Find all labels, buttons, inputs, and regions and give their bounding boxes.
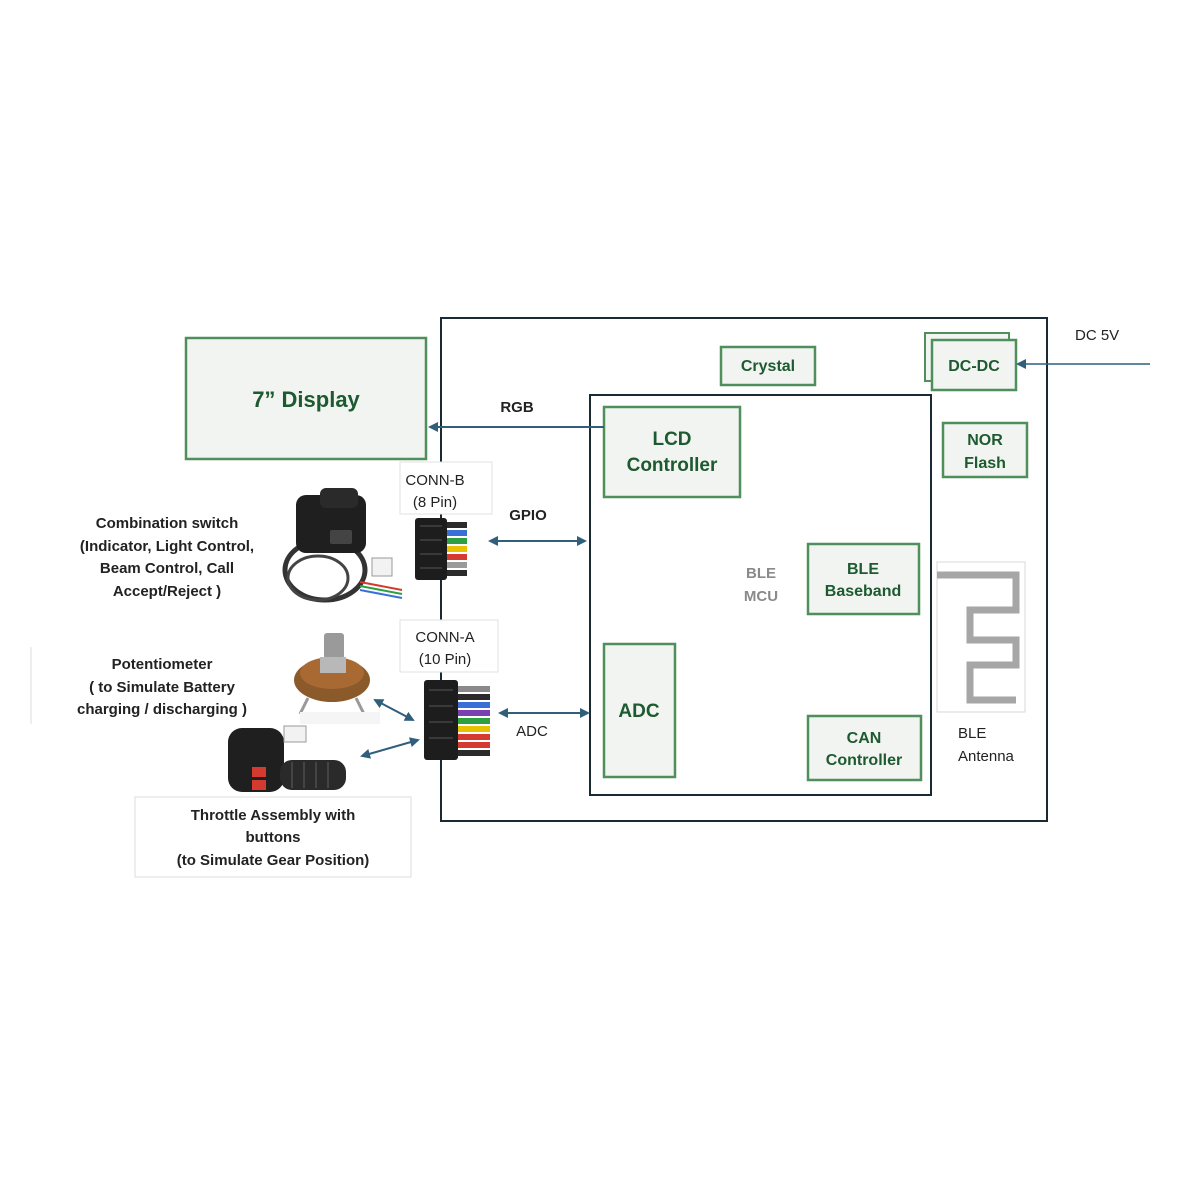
can-controller-line1: CAN <box>847 730 882 747</box>
display-block: 7” Display <box>184 336 428 461</box>
conn-b-line2: (8 Pin) <box>413 494 457 511</box>
throttle-line2: buttons <box>246 829 301 846</box>
adc-signal-label: ADC <box>516 723 548 740</box>
nor-flash-line1: NOR <box>967 432 1003 449</box>
adc-label: ADC <box>618 701 659 722</box>
comb-switch-line2: (Indicator, Light Control, <box>80 538 254 555</box>
antenna-trace <box>937 571 1020 704</box>
conn-b-label-box <box>399 461 493 515</box>
potentiometer-arrow <box>373 699 415 721</box>
lcd-controller-line1: LCD <box>652 429 691 450</box>
mcu-line2: MCU <box>744 588 778 605</box>
throttle-arrow <box>360 737 420 759</box>
potentiometer-line3: charging / discharging ) <box>77 701 247 718</box>
combination-switch-image <box>282 488 403 603</box>
conn-b-line1: CONN-B <box>405 472 464 489</box>
ble-antenna-line2: Antenna <box>958 748 1015 765</box>
crystal-label: Crystal <box>741 358 795 375</box>
display-label: 7” Display <box>252 387 360 412</box>
can-controller-block: CAN Controller <box>806 714 923 782</box>
potentiometer-line2: ( to Simulate Battery <box>89 679 236 696</box>
comb-switch-line4: Accept/Reject ) <box>113 583 221 600</box>
potentiometer-line1: Potentiometer <box>112 656 213 673</box>
conn-a-label-box <box>399 619 499 673</box>
conn-a-line1: CONN-A <box>415 629 474 646</box>
lcd-controller-block: LCD Controller <box>602 405 742 499</box>
nor-flash-block: NOR Flash <box>941 421 1029 479</box>
nor-flash-line2: Flash <box>964 455 1006 472</box>
ble-baseband-block: BLE Baseband <box>806 542 921 616</box>
lcd-controller-line2: Controller <box>627 455 718 476</box>
ble-antenna-line1: BLE <box>958 725 986 742</box>
ble-baseband-line2: Baseband <box>825 583 901 600</box>
adc-block: ADC <box>602 642 677 779</box>
ble-baseband-line1: BLE <box>847 561 879 578</box>
comb-switch-line1: Combination switch <box>96 515 239 532</box>
crystal-block: Crystal <box>719 345 817 387</box>
throttle-label-box <box>134 796 412 878</box>
potentiometer-image <box>294 633 380 724</box>
throttle-image <box>228 725 346 792</box>
rgb-label: RGB <box>500 399 534 416</box>
ble-antenna <box>936 561 1026 713</box>
conn-a-line2: (10 Pin) <box>419 651 472 668</box>
throttle-line1: Throttle Assembly with <box>191 807 355 824</box>
gpio-label: GPIO <box>509 507 547 524</box>
comb-switch-line3: Beam Control, Call <box>100 560 234 577</box>
throttle-line3: (to Simulate Gear Position) <box>177 852 370 869</box>
dc5v-label: DC 5V <box>1075 327 1119 344</box>
dcdc-label: DC-DC <box>948 358 1000 375</box>
can-controller-line2: Controller <box>826 752 902 769</box>
mcu-line1: BLE <box>746 565 776 582</box>
conn-a-connector <box>424 680 490 760</box>
dcdc-block: DC-DC <box>924 332 1018 392</box>
conn-b-connector <box>415 518 467 580</box>
